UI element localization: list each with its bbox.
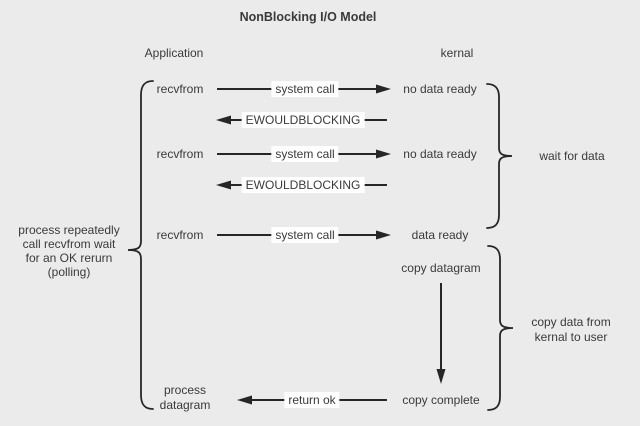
kernel-state-no-data-1: no data ready — [403, 82, 477, 96]
process-datagram: process datagram — [159, 383, 211, 412]
wait-for-data-label: wait for data — [539, 149, 605, 163]
copy-datagram-down-arrow — [436, 283, 446, 384]
application-brace — [127, 80, 154, 410]
copy-data-brace — [487, 245, 514, 411]
recvfrom-call-2: recvfrom — [156, 147, 204, 161]
wait-for-data-brace — [486, 83, 513, 229]
ewouldblocking-label-2: EWOULDBLOCKING — [241, 177, 365, 193]
system-call-label-1: system call — [271, 81, 339, 97]
recvfrom-call-1: recvfrom — [156, 82, 204, 96]
system-call-label-3: system call — [271, 227, 339, 243]
application-column-header: Application — [144, 46, 204, 60]
kernel-copy-datagram: copy datagram — [401, 261, 481, 275]
system-call-label-2: system call — [271, 146, 339, 162]
kernel-column-header: kernal — [440, 46, 474, 60]
ewouldblocking-label-1: EWOULDBLOCKING — [241, 112, 365, 128]
return-ok-label: return ok — [284, 392, 340, 408]
kernel-state-no-data-2: no data ready — [403, 147, 477, 161]
copy-data-note: copy data from kernal to user — [531, 315, 611, 344]
recvfrom-call-3: recvfrom — [156, 228, 204, 242]
polling-note: process repeatedly call recvfrom wait fo… — [18, 223, 120, 279]
diagram-title: NonBlocking I/O Model — [239, 10, 377, 24]
kernel-copy-complete: copy complete — [402, 393, 480, 407]
kernel-state-data-ready: data ready — [411, 228, 469, 242]
